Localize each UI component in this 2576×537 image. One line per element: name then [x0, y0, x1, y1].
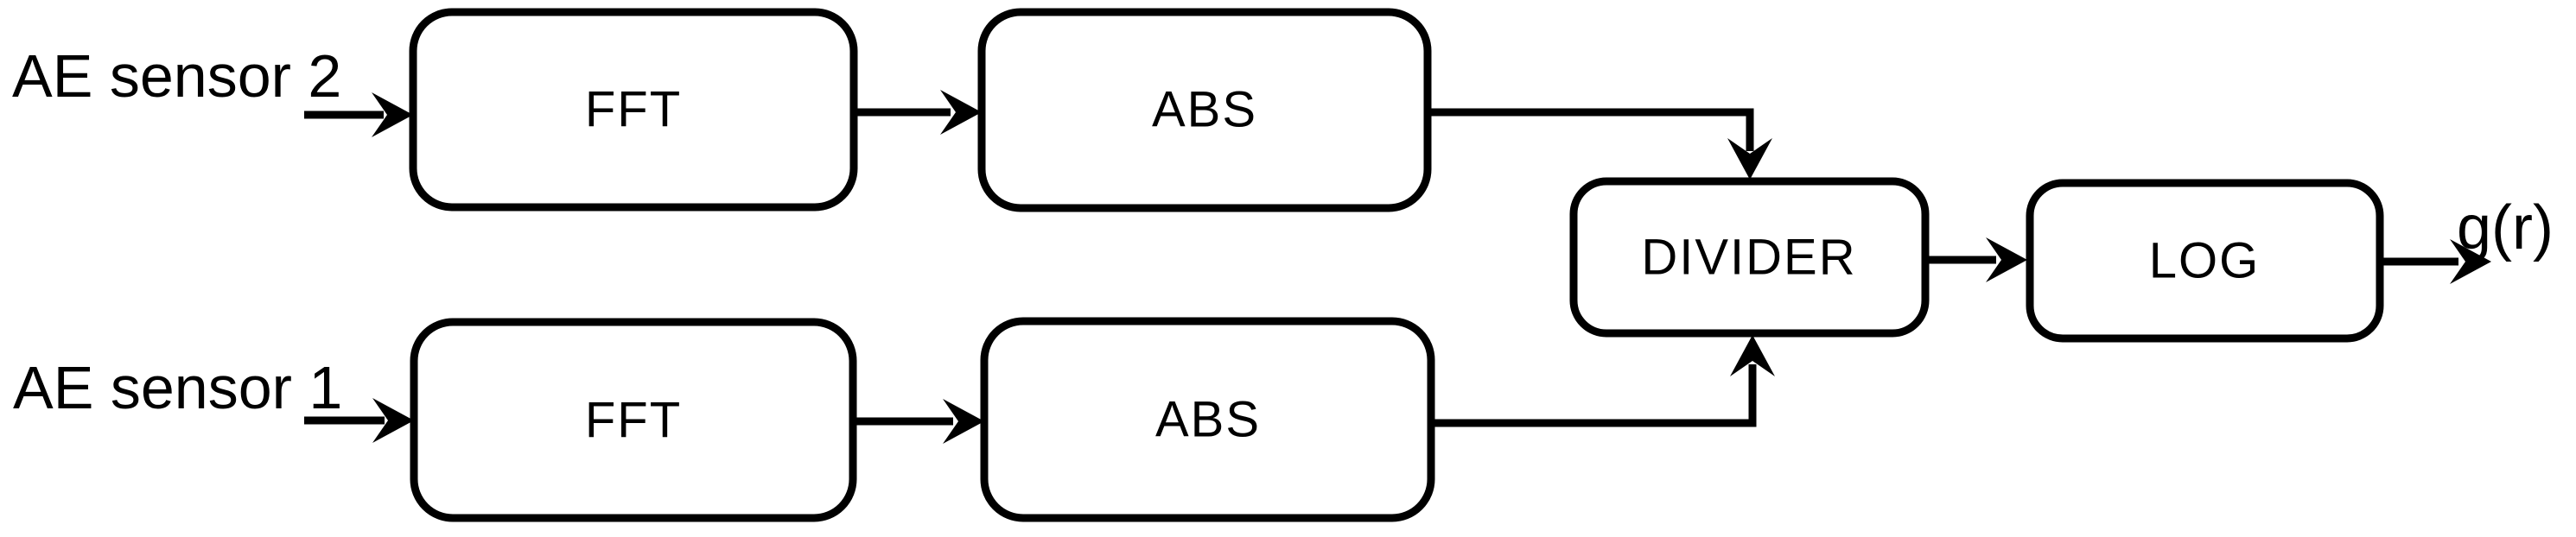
arrowhead-output — [2450, 239, 2491, 284]
output-label-g-of-r: g(r) — [2457, 193, 2554, 262]
arrowhead-into-log — [1986, 237, 2027, 282]
abs-bottom-box — [980, 317, 1435, 522]
fft-bottom-label: FFT — [585, 393, 682, 449]
divider-box — [1569, 177, 1930, 338]
fft-top-box — [409, 8, 858, 212]
arrowhead-into-abs-bottom — [943, 399, 984, 444]
arrowhead-into-fft-bottom — [372, 398, 414, 443]
arrowhead-into-divider-bottom — [1730, 335, 1775, 376]
input-label-ae-sensor-2: AE sensor 2 — [12, 42, 341, 110]
arrowhead-into-divider-top — [1727, 138, 1772, 180]
abs-bottom-label: ABS — [1155, 392, 1261, 448]
arrowhead-into-abs-top — [940, 90, 982, 135]
block-log: LOG — [2026, 179, 2384, 343]
wire-abs-top-to-divider — [1428, 108, 1754, 151]
block-fft-bottom: FFT — [410, 318, 857, 522]
input-label-ae-sensor-1: AE sensor 1 — [13, 354, 342, 421]
log-label: LOG — [2149, 233, 2261, 289]
fft-bottom-box — [410, 318, 857, 522]
abs-top-box — [977, 8, 1432, 212]
block-fft-top: FFT — [409, 8, 858, 212]
block-abs-top: ABS — [977, 8, 1432, 212]
wire-abs-bottom-to-divider — [1431, 364, 1757, 427]
abs-top-label: ABS — [1152, 82, 1257, 138]
arrowhead-into-fft-top — [372, 92, 413, 137]
log-box — [2026, 179, 2384, 343]
divider-label: DIVIDER — [1641, 230, 1856, 286]
block-abs-bottom: ABS — [980, 317, 1435, 522]
block-divider: DIVIDER — [1569, 177, 1930, 338]
fft-top-label: FFT — [585, 82, 682, 138]
